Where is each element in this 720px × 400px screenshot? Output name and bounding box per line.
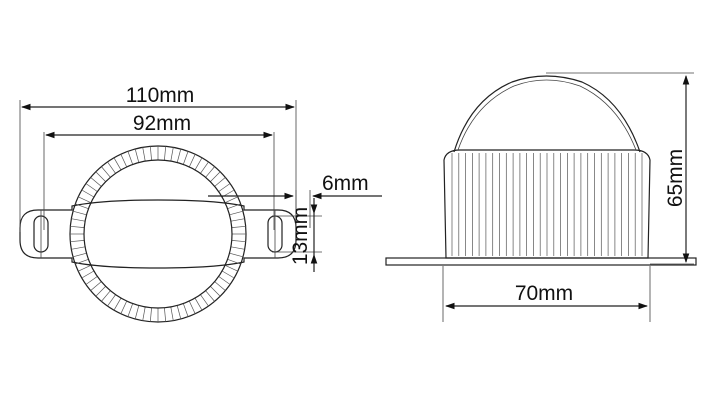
ring-rib — [218, 183, 231, 192]
ring-rib — [101, 290, 111, 302]
ring-rib — [149, 307, 152, 322]
ring-rib — [78, 196, 92, 204]
ring-rib — [182, 151, 189, 165]
ring-rib — [229, 210, 244, 216]
ring-rib — [176, 148, 182, 163]
ring-rib — [188, 300, 196, 314]
ring-rib — [170, 147, 174, 162]
ring-rib — [194, 297, 203, 311]
ring-rib — [194, 157, 203, 171]
ring-rib — [85, 276, 98, 285]
ring-rib — [70, 225, 85, 228]
dimension-body-width: 70mm — [442, 266, 651, 322]
ring-rib — [75, 203, 89, 210]
dimension-height: 65mm — [546, 72, 694, 265]
ring-rib — [75, 258, 89, 265]
ring-rib — [107, 294, 116, 307]
side-view — [385, 75, 697, 266]
flange — [385, 257, 697, 266]
height-label: 65mm — [664, 149, 687, 207]
ring-rib — [70, 240, 85, 243]
ring-rib — [227, 203, 241, 210]
ring-rib — [134, 305, 140, 320]
ring-rib — [71, 246, 86, 250]
ring-rib — [230, 246, 245, 250]
ring-rib — [210, 286, 221, 297]
ring-rib — [142, 147, 146, 162]
dimension-overall-width: 110mm — [19, 84, 297, 232]
slot-length-label: 13mm — [289, 207, 312, 265]
ring-rib — [164, 146, 167, 161]
ring-rib — [214, 177, 226, 187]
ring-rib — [205, 290, 215, 302]
ring-rib — [81, 270, 95, 279]
ring-rib — [72, 210, 87, 216]
ring-rib — [95, 286, 106, 297]
dimension-slot-length: 13mm — [272, 198, 322, 272]
ring-rib — [101, 166, 111, 178]
ring-rib — [72, 252, 87, 258]
ring-rib — [229, 252, 244, 258]
ring-rib — [224, 264, 238, 272]
ring-rib — [142, 306, 146, 321]
ring-rib — [81, 189, 95, 198]
ring-rib — [231, 240, 246, 243]
top-view — [19, 145, 297, 323]
cutout-width-label: 92mm — [133, 112, 191, 135]
ring-rib — [113, 297, 122, 311]
ring-rib — [176, 305, 182, 320]
ribbed-body — [443, 149, 651, 259]
overall-width-label: 110mm — [126, 84, 194, 107]
ring-rib — [224, 196, 238, 204]
body-width-label: 70mm — [515, 282, 573, 305]
ring-rib — [127, 303, 134, 317]
ring-rib — [71, 218, 86, 222]
ring-rib — [120, 154, 128, 168]
slot-width-label: 6mm — [322, 172, 369, 195]
mounting-bracket — [19, 199, 297, 269]
ring-rib — [95, 171, 106, 182]
ring-rib — [170, 306, 174, 321]
ring-rib — [90, 177, 102, 187]
ring-rib — [200, 161, 209, 174]
ring-rib — [120, 300, 128, 314]
dome — [453, 75, 641, 153]
ring-rib — [127, 151, 134, 165]
ring-rib — [214, 281, 226, 291]
ring-rib — [205, 166, 215, 178]
ring-rib — [134, 148, 140, 163]
ring-rib — [210, 171, 221, 182]
ring-rib — [221, 270, 235, 279]
ring-rib — [78, 264, 92, 272]
ring-rib — [182, 303, 189, 317]
ribbed-ring — [69, 145, 247, 323]
dimension-cutout-width: 92mm — [43, 112, 275, 230]
ring-rib — [90, 281, 102, 291]
dimension-slot-width: 6mm — [208, 172, 382, 228]
ring-rib — [149, 146, 152, 161]
ring-rib — [227, 258, 241, 265]
ring-rib — [113, 157, 122, 171]
body-ribs — [451, 153, 643, 256]
ring-rib — [200, 294, 209, 307]
ring-rib — [85, 183, 98, 192]
ring-rib — [231, 225, 246, 228]
ring-rib — [230, 218, 245, 222]
ring-rib — [164, 307, 167, 322]
ring-rib — [188, 154, 196, 168]
ring-rib — [218, 276, 231, 285]
ring-rib — [107, 161, 116, 174]
